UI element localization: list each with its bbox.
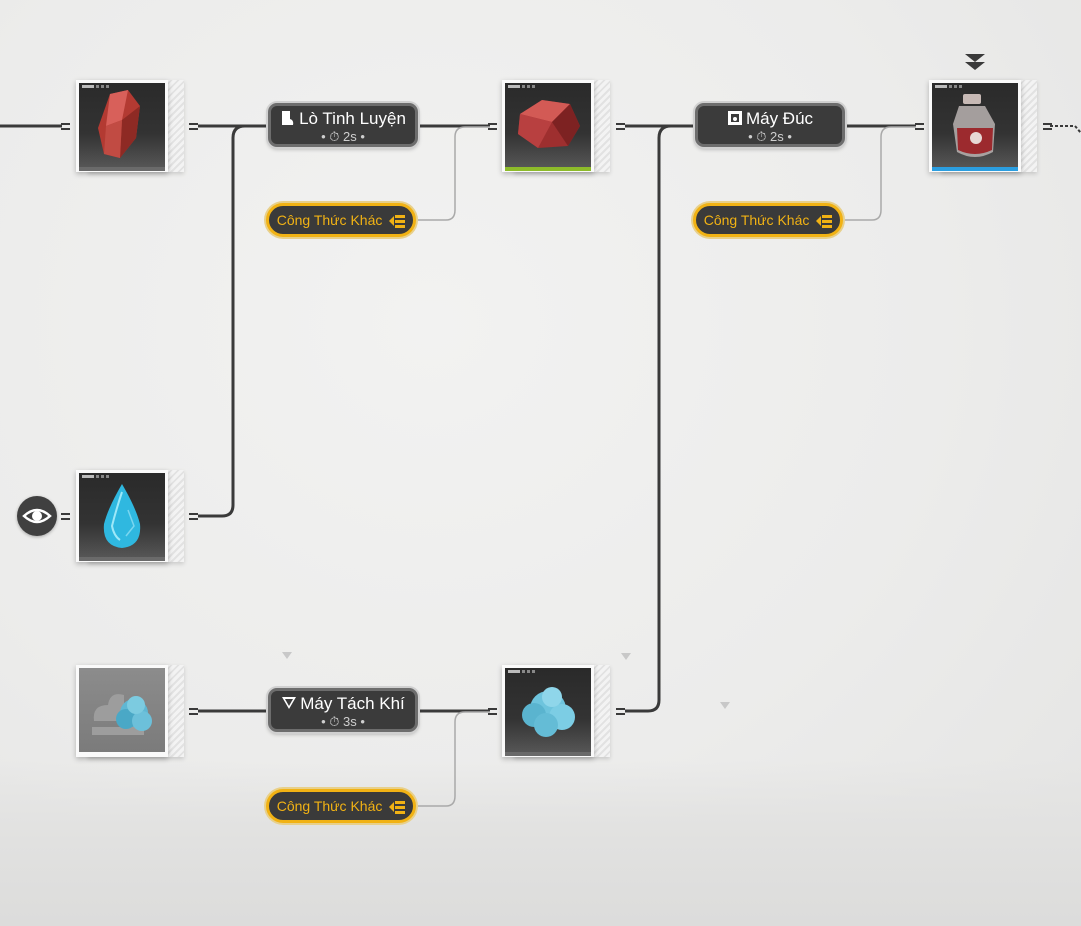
other-recipes-label: Công Thức Khác xyxy=(703,212,810,228)
eye-icon xyxy=(22,508,52,524)
water-drop-icon xyxy=(103,484,141,548)
machine-time: 3s xyxy=(343,714,357,729)
output-port xyxy=(189,708,198,715)
list-icon xyxy=(389,215,406,228)
input-port xyxy=(915,123,924,130)
item-card[interactable] xyxy=(929,80,1037,172)
other-recipes-button[interactable]: Công Thức Khác xyxy=(266,789,416,823)
machine-time: 2s xyxy=(770,129,784,144)
view-toggle-button[interactable] xyxy=(17,496,57,536)
machine-gas-separator[interactable]: Máy Tách Khí • ⏱ 3s • xyxy=(268,688,418,732)
machine-name: Máy Đúc xyxy=(745,109,814,128)
item-card[interactable] xyxy=(76,470,184,562)
decoration-marker xyxy=(720,702,730,709)
list-icon xyxy=(816,215,833,228)
foundry-icon xyxy=(727,111,742,125)
input-port xyxy=(61,513,70,520)
raw-red-ore-icon xyxy=(98,90,140,158)
other-recipes-label: Công Thức Khác xyxy=(276,212,383,228)
background-ground xyxy=(0,760,1081,926)
item-card-face xyxy=(76,80,168,172)
gas-separator-icon xyxy=(282,697,297,709)
output-port xyxy=(616,123,625,130)
gas-cloud-icon xyxy=(522,687,575,737)
other-recipes-label: Công Thức Khác xyxy=(276,798,383,814)
input-port xyxy=(488,708,497,715)
clock-icon: ⏱ xyxy=(756,129,767,144)
other-recipes-button[interactable]: Công Thức Khác xyxy=(693,203,843,237)
refined-red-crystal-icon xyxy=(518,100,580,148)
machine-time: 2s xyxy=(343,129,357,144)
machine-foundry[interactable]: Máy Đúc • ⏱ 2s • xyxy=(695,103,845,147)
clock-icon: ⏱ xyxy=(329,714,340,729)
collapse-chevron-icon[interactable] xyxy=(963,52,987,72)
output-port xyxy=(616,708,625,715)
decoration-marker xyxy=(621,653,631,660)
item-card[interactable] xyxy=(76,80,184,172)
item-card[interactable] xyxy=(76,665,184,757)
output-port xyxy=(189,513,198,520)
red-bottle-icon xyxy=(953,94,995,157)
item-card[interactable] xyxy=(502,665,610,757)
other-recipes-button[interactable]: Công Thức Khác xyxy=(266,203,416,237)
smelter-icon xyxy=(282,111,294,125)
list-icon xyxy=(389,801,406,814)
input-port xyxy=(488,123,497,130)
decoration-marker xyxy=(282,652,292,659)
machine-smelter[interactable]: Lò Tinh Luyện • ⏱ 2s • xyxy=(268,103,418,147)
clock-icon: ⏱ xyxy=(329,129,340,144)
output-port xyxy=(189,123,198,130)
input-port xyxy=(61,123,70,130)
machine-name: Máy Tách Khí xyxy=(300,694,405,713)
output-port xyxy=(1043,123,1052,130)
gas-cloud-locked-icon xyxy=(92,694,152,735)
item-card[interactable] xyxy=(502,80,610,172)
machine-name: Lò Tinh Luyện xyxy=(299,109,406,128)
